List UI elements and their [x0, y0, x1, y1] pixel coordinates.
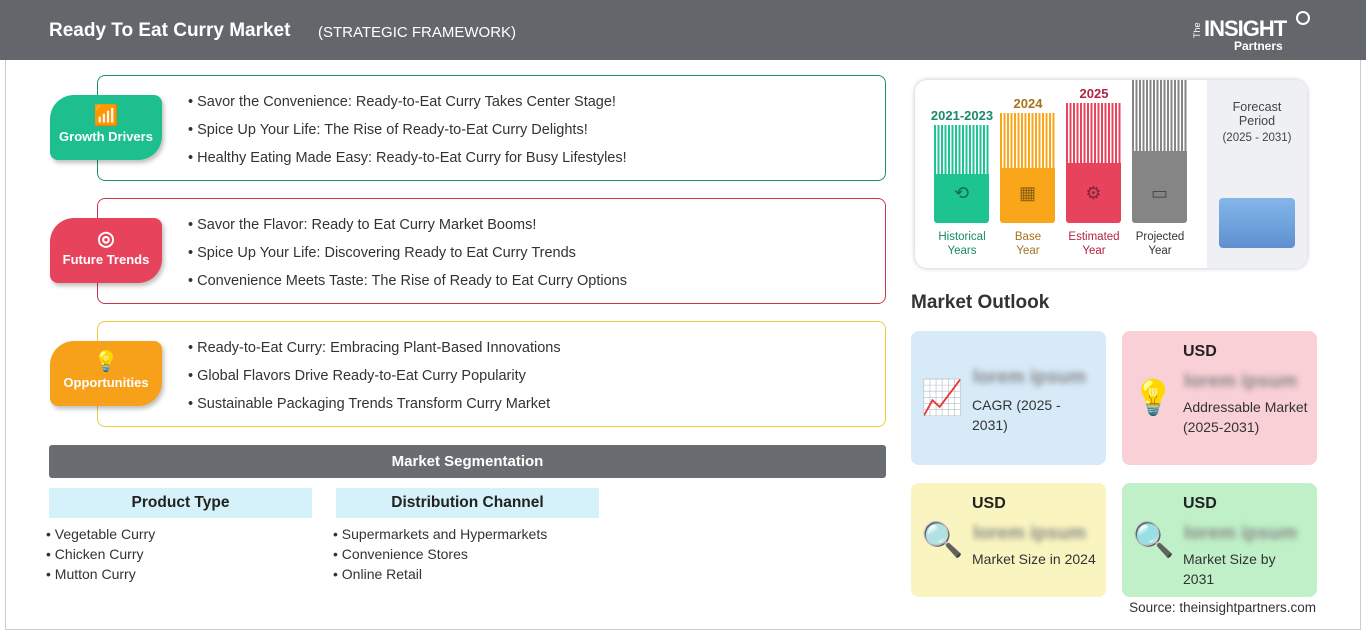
presentation-icon: ▭	[1150, 183, 1168, 203]
rising-bar-chart-icon: 📈	[921, 379, 964, 417]
metric-label: Market Size in 2024	[972, 551, 1096, 567]
distribution-channel-list: Supermarkets and Hypermarkets Convenienc…	[333, 526, 547, 586]
segment-product-type: Product Type	[49, 488, 312, 518]
market-outlook-title: Market Outlook	[911, 292, 1050, 313]
metric-value: lorem ipsum	[973, 367, 1086, 388]
list-item: Supermarkets and Hypermarkets	[333, 526, 547, 546]
section-label: Opportunities	[63, 375, 149, 390]
calendar-icon: ▦	[1018, 183, 1036, 203]
forecast-label: Forecast	[1232, 100, 1282, 114]
list-item: Ready-to-Eat Curry: Embracing Plant-Base…	[188, 340, 560, 368]
list-item: Vegetable Curry	[46, 526, 155, 546]
timeline-year: 2024	[1013, 96, 1043, 111]
target-icon: ◎	[97, 228, 115, 250]
metric-label: CAGR (2025 - 2031)	[972, 397, 1061, 433]
page-subtitle: (STRATEGIC FRAMEWORK)	[318, 24, 517, 41]
section-badge: 💡 Opportunities	[50, 341, 162, 406]
growth-chart-icon: 📶	[93, 105, 119, 127]
metric-value: lorem ipsum	[1184, 371, 1297, 392]
metric-label: Addressable Market (2025-2031)	[1183, 399, 1308, 435]
timeline-year: 2021-2023	[930, 108, 994, 123]
list-item: Savor the Flavor: Ready to Eat Curry Mar…	[188, 217, 627, 245]
section-label: Future Trends	[62, 252, 150, 267]
section-badge: 📶 Growth Drivers	[50, 95, 162, 160]
currency-label: USD	[1183, 343, 1217, 360]
content-frame	[5, 60, 1361, 630]
product-type-list: Vegetable Curry Chicken Curry Mutton Cur…	[46, 526, 155, 586]
list-item: Savor the Convenience: Ready-to-Eat Curr…	[188, 94, 627, 122]
dollar-bulb-icon: 💡	[1132, 379, 1175, 417]
forecast-range: (2025 - 2031)	[1222, 132, 1292, 144]
analytics-illustration-icon	[1219, 198, 1295, 248]
outlook-card: USD lorem ipsum Market Size in 2024 🔍	[911, 483, 1106, 597]
section-box: Savor the Convenience: Ready-to-Eat Curr…	[97, 75, 886, 181]
list-item: Global Flavors Drive Ready-to-Eat Curry …	[188, 368, 561, 396]
list-item: Convenience Stores	[333, 546, 547, 566]
magnifier-dollar-icon: 🔍	[921, 521, 964, 559]
outlook-card: USD lorem ipsum Market Size by 2031 🔍	[1122, 483, 1317, 597]
outlook-card: USD lorem ipsum Addressable Market (2025…	[1122, 331, 1317, 465]
list-item: Sustainable Packaging Trends Transform C…	[188, 396, 561, 424]
list-item: Spice Up Your Life: The Rise of Ready-to…	[188, 122, 627, 150]
list-item: Spice Up Your Life: Discovering Ready to…	[188, 245, 627, 273]
timeline-bar: ⟲	[934, 125, 989, 223]
list-item: Healthy Eating Made Easy: Ready-to-Eat C…	[188, 150, 627, 178]
list-item: Chicken Curry	[46, 546, 155, 566]
timeline-bar: ▭	[1132, 80, 1187, 223]
page-title: Ready To Eat Curry Market	[49, 20, 291, 41]
list-item: Online Retail	[333, 566, 547, 586]
header-bar: Ready To Eat Curry Market (STRATEGIC FRA…	[0, 0, 1366, 60]
gear-chart-icon: ⚙	[1085, 183, 1102, 203]
timeline-bar: ⚙	[1066, 103, 1121, 223]
section-badge: ◎ Future Trends	[50, 218, 162, 283]
currency-label: USD	[1183, 495, 1217, 512]
list-item: Mutton Curry	[46, 566, 155, 586]
forecast-label: Period	[1238, 114, 1276, 128]
segment-distribution-channel: Distribution Channel	[336, 488, 599, 518]
currency-label: USD	[972, 495, 1006, 512]
metric-value: lorem ipsum	[973, 523, 1086, 544]
magnifier-dollar-icon: 🔍	[1132, 521, 1175, 559]
forecast-period-panel: Forecast Period (2025 - 2031)	[1207, 80, 1307, 268]
lightbulb-hand-icon: 💡	[93, 351, 119, 373]
history-clock-icon: ⟲	[953, 183, 970, 203]
section-box: Savor the Flavor: Ready to Eat Curry Mar…	[97, 198, 886, 304]
timeline-year: 2025	[1079, 86, 1109, 101]
section-label: Growth Drivers	[59, 129, 153, 144]
metric-value: lorem ipsum	[1184, 523, 1297, 544]
timeline-bar: ▦	[1000, 113, 1055, 223]
outlook-card: lorem ipsum CAGR (2025 - 2031) 📈	[911, 331, 1106, 465]
list-item: Convenience Meets Taste: The Rise of Rea…	[188, 273, 627, 301]
section-box: Ready-to-Eat Curry: Embracing Plant-Base…	[97, 321, 886, 427]
source-text: Source: theinsightpartners.com	[1129, 600, 1316, 615]
segmentation-header: Market Segmentation	[49, 445, 886, 478]
metric-label: Market Size by 2031	[1183, 551, 1276, 587]
